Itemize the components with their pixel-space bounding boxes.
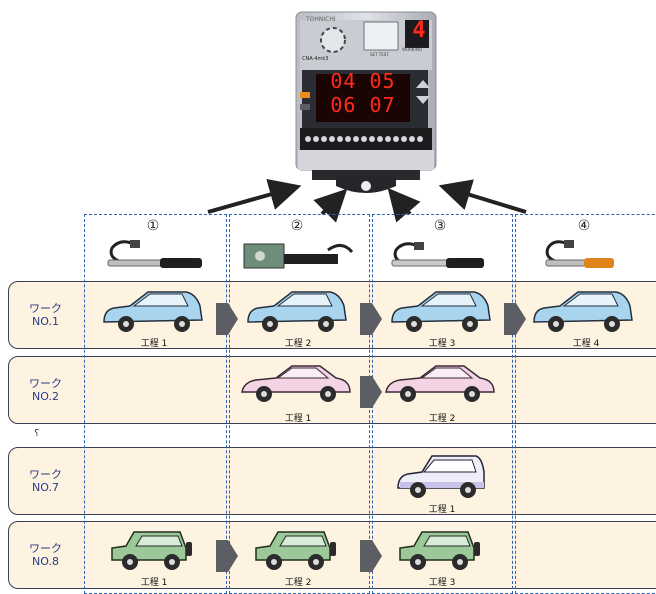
row-label-8: ワーク NO.8 (29, 542, 62, 568)
arrow-2 (313, 188, 348, 223)
ellipsis-mark: ⸮ (34, 428, 40, 439)
car-icon (533, 291, 633, 332)
step-label: 工程 2 (428, 414, 456, 424)
nutrunner-icon-2 (243, 243, 354, 269)
row-label-1: ワーク NO.1 (29, 302, 62, 328)
arrow-1 (207, 178, 302, 214)
row-label-2: ワーク NO.2 (29, 377, 62, 403)
step-label: 工程 2 (284, 578, 312, 588)
flow-arrow-icon (360, 540, 382, 572)
car-icon (255, 531, 336, 570)
column-number-1: ① (146, 218, 160, 234)
device-brand: TOHNICHI (306, 16, 336, 23)
flow-arrow-icon (216, 303, 238, 335)
car-icon (397, 455, 485, 498)
flow-arrow-icon (360, 303, 382, 335)
controller-device (290, 8, 442, 200)
flow-arrow-icon (360, 376, 382, 408)
column-number-2: ② (290, 218, 304, 234)
step-label: 工程 1 (140, 578, 168, 588)
column-number-3: ③ (433, 218, 447, 234)
column-number-4: ④ (577, 218, 591, 234)
car-icon (391, 291, 491, 332)
car-icon (111, 531, 192, 570)
flow-arrow-icon (504, 303, 526, 335)
step-label: 工程 3 (428, 578, 456, 588)
car-icon (385, 365, 495, 402)
step-label: 工程 1 (428, 505, 456, 515)
arrow-3 (387, 187, 421, 223)
torque-wrench-icon-3 (391, 242, 484, 268)
display-top: 04 05 (330, 69, 396, 93)
step-label: 工程 1 (284, 414, 312, 424)
row-label-7: ワーク NO.7 (29, 468, 62, 494)
device-digit: 4 (412, 18, 426, 43)
step-label: 工程 1 (140, 339, 168, 349)
step-label: 工程 4 (572, 339, 600, 349)
step-label: 工程 2 (284, 339, 312, 349)
device-small-text2: WORK/NO (402, 47, 422, 52)
car-icon (399, 531, 480, 570)
car-icon (103, 291, 203, 332)
device-small-text: SET TEST (370, 52, 389, 57)
work-row-7 (8, 447, 656, 515)
flow-arrow-icon (216, 540, 238, 572)
device-model: CNA-4mk3 (302, 56, 329, 62)
torque-wrench-icon-1 (107, 240, 202, 268)
arrow-4 (438, 179, 527, 214)
car-icon (247, 291, 347, 332)
display-bottom: 06 07 (330, 93, 396, 117)
signal-arrows (207, 178, 527, 223)
torque-wrench-icon-4 (545, 240, 614, 268)
car-icon (241, 365, 351, 402)
step-label: 工程 3 (428, 339, 456, 349)
